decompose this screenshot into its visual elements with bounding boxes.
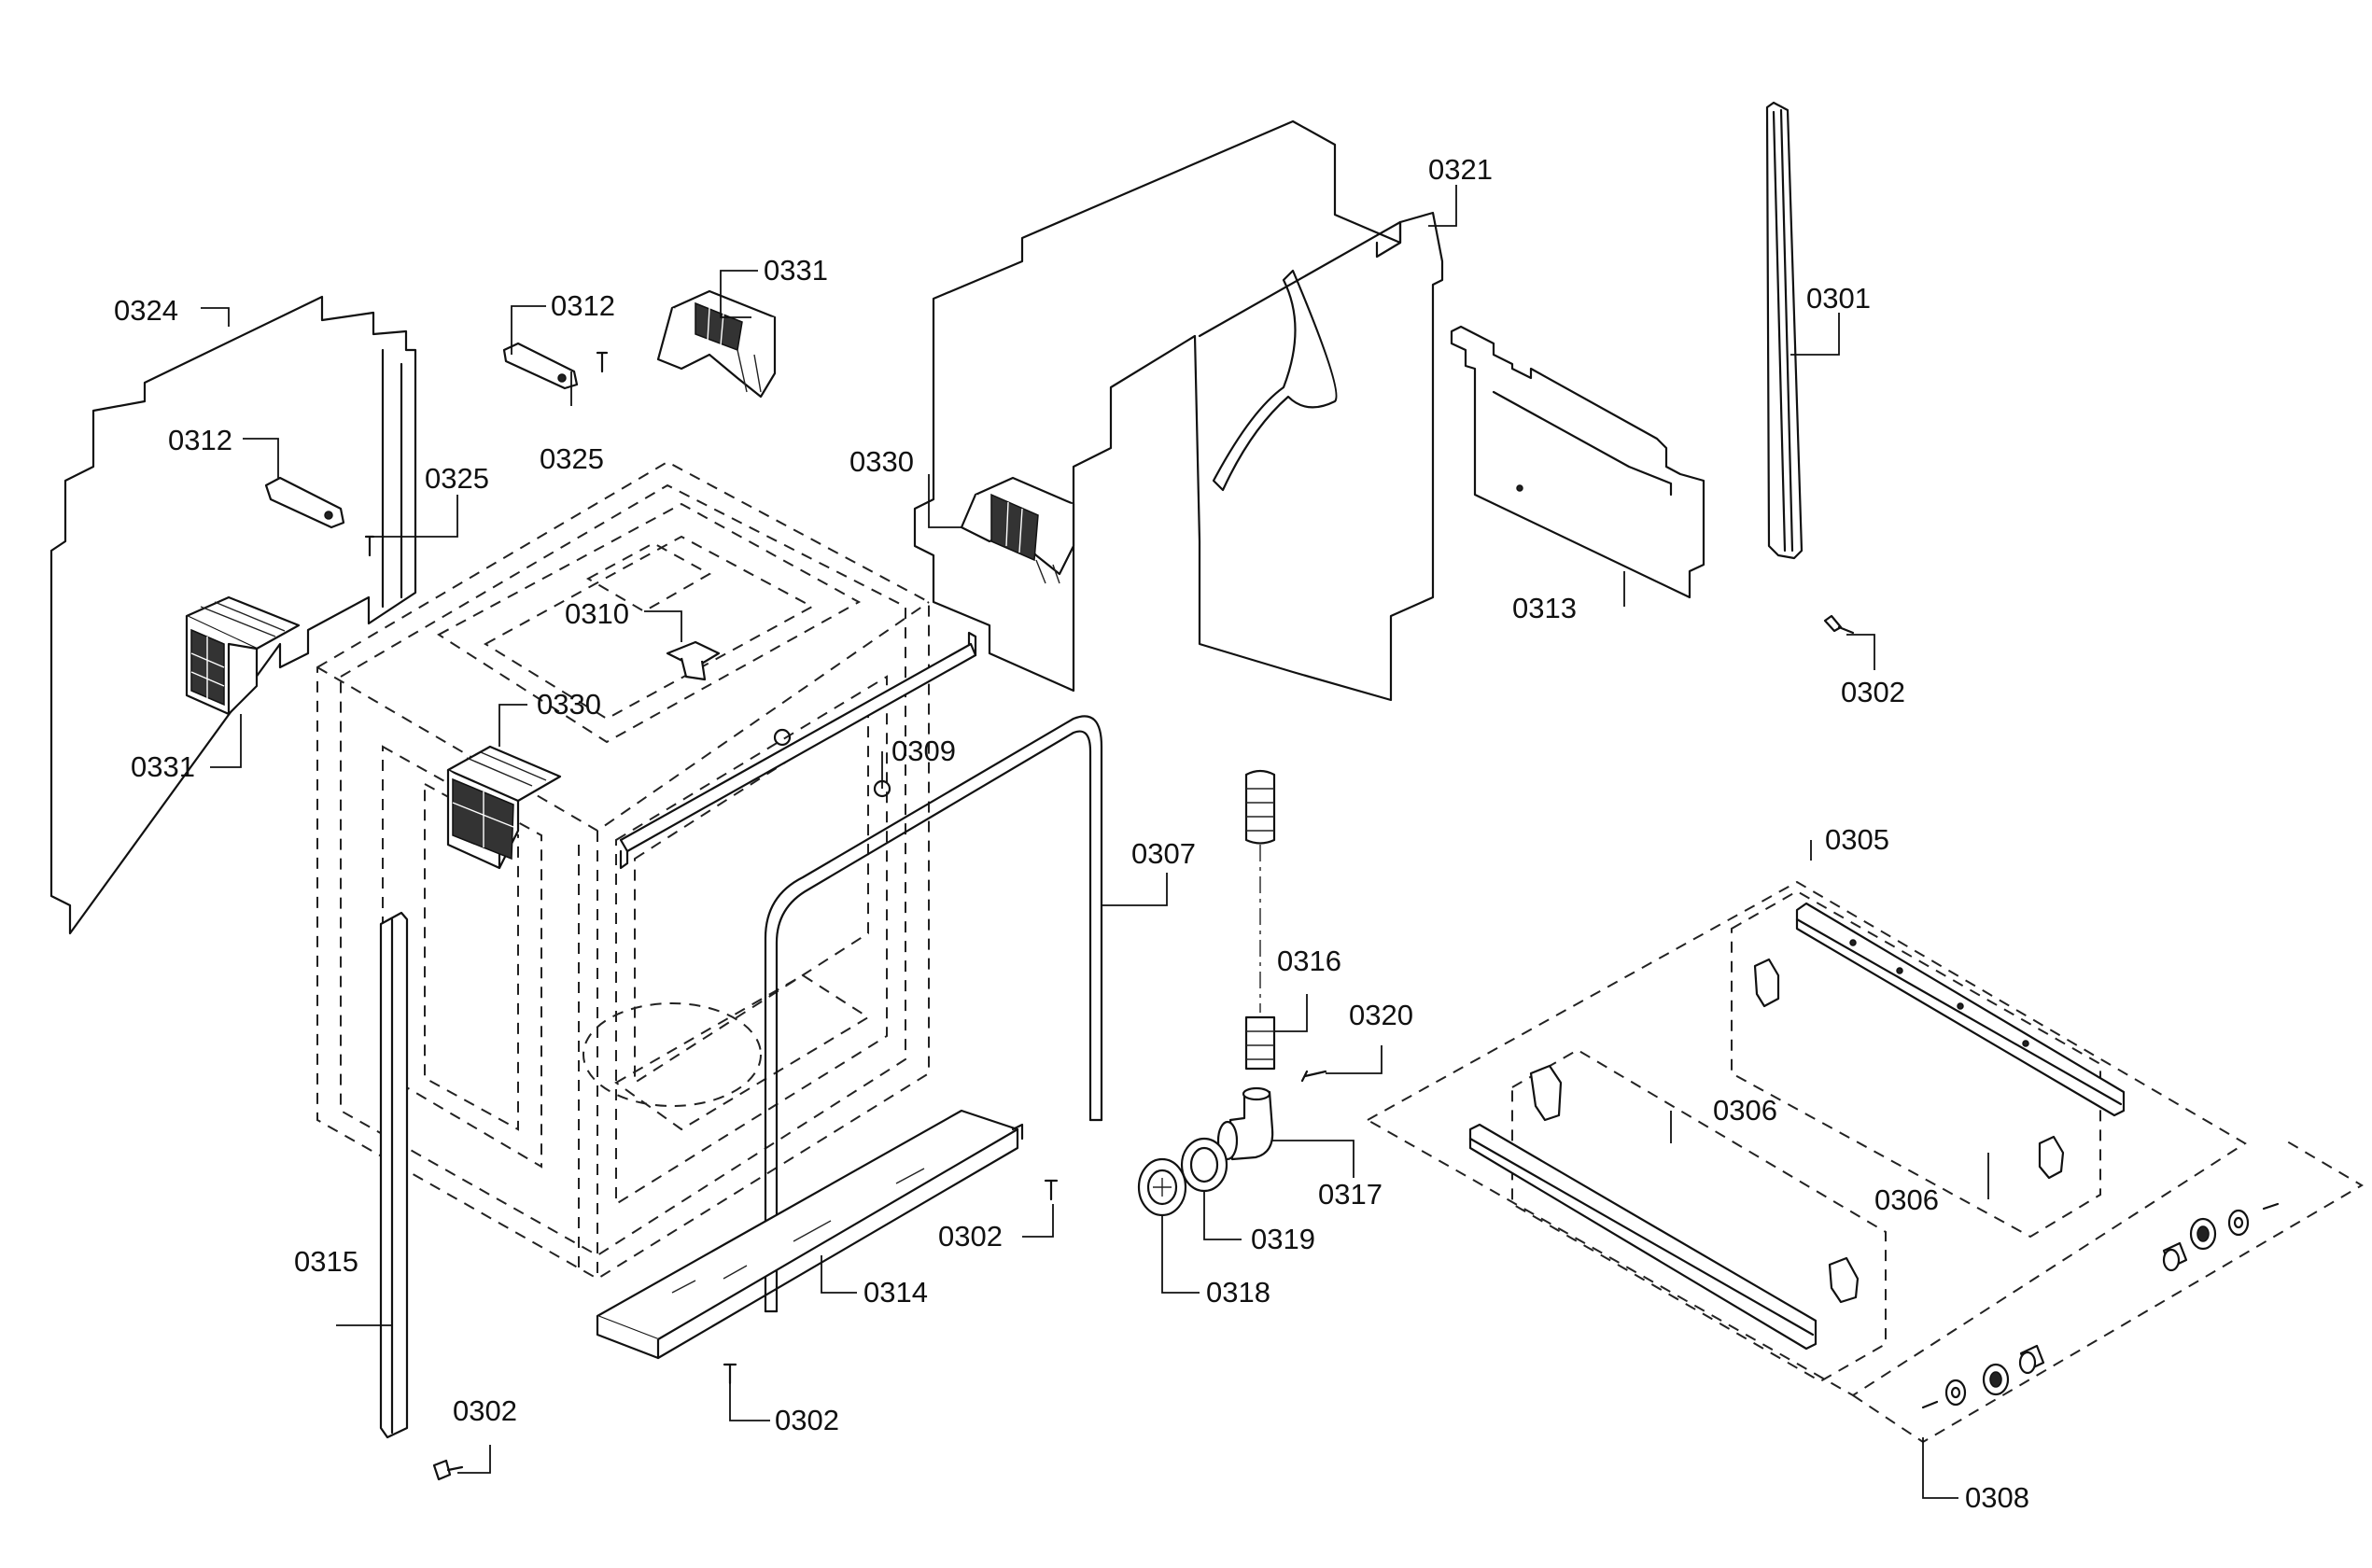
label-0314: 0314 bbox=[863, 1276, 928, 1309]
label-0305: 0305 bbox=[1825, 823, 1889, 856]
label-0302-bottom-left: 0302 bbox=[453, 1394, 517, 1427]
label-0302-right: 0302 bbox=[1841, 676, 1905, 708]
leader-lines bbox=[201, 185, 1989, 1499]
label-0312-lower: 0312 bbox=[168, 424, 232, 456]
screw-0325-lower bbox=[364, 535, 375, 557]
bracket-0312-lower bbox=[264, 476, 345, 529]
label-0331-top: 0331 bbox=[764, 254, 828, 287]
door-seal-0307 bbox=[764, 715, 1103, 1313]
screw-0320 bbox=[1300, 1070, 1327, 1083]
screw-0302-kick bbox=[1044, 1179, 1059, 1201]
label-0302-kick: 0302 bbox=[938, 1220, 1003, 1253]
feet-set-0308 bbox=[1921, 1202, 2280, 1409]
label-0301: 0301 bbox=[1806, 282, 1871, 315]
panel-0313 bbox=[1450, 325, 1705, 599]
label-0313: 0313 bbox=[1512, 592, 1577, 624]
screw-0302-right bbox=[1823, 614, 1855, 635]
clip-0306-b bbox=[1529, 1064, 1563, 1122]
elbow-fitting-0317 bbox=[1216, 1086, 1274, 1161]
label-0310: 0310 bbox=[565, 597, 629, 630]
label-0331-lower: 0331 bbox=[131, 750, 195, 783]
label-0325-upper: 0325 bbox=[540, 442, 604, 475]
screw-0325-upper bbox=[596, 351, 609, 373]
label-0325-lower: 0325 bbox=[425, 462, 489, 495]
screw-0302-bottom-left bbox=[432, 1459, 464, 1481]
insulation-cover-0321 bbox=[913, 119, 1444, 702]
label-0319: 0319 bbox=[1251, 1223, 1315, 1255]
clip-block-0330-center bbox=[446, 745, 562, 870]
clip-block-0331-lower bbox=[185, 595, 301, 716]
base-frame-0305 bbox=[1365, 880, 2364, 1444]
clip-0306-a bbox=[1753, 958, 1780, 1008]
label-0306-a: 0306 bbox=[1713, 1094, 1777, 1127]
vertical-strip-0301 bbox=[1765, 101, 1804, 560]
label-0318: 0318 bbox=[1206, 1276, 1270, 1309]
nut-0319 bbox=[1180, 1137, 1228, 1193]
bracket-0310 bbox=[666, 640, 721, 681]
rail-0305 bbox=[1795, 902, 2126, 1117]
clip-0306-c bbox=[2038, 1135, 2065, 1180]
bracket-0312-upper bbox=[502, 342, 579, 390]
clip-block-0330-right bbox=[960, 476, 1075, 584]
label-0316: 0316 bbox=[1277, 945, 1341, 977]
label-0330-right: 0330 bbox=[849, 445, 914, 478]
part-labels: 0321 0331 0324 0312 0301 0312 0325 0325 … bbox=[114, 153, 2029, 1514]
hose-0316 bbox=[1244, 769, 1276, 1071]
label-0330-center: 0330 bbox=[537, 688, 601, 721]
label-0320: 0320 bbox=[1349, 999, 1413, 1031]
clip-0306-d bbox=[1828, 1256, 1860, 1304]
side-panel-0324 bbox=[49, 295, 417, 935]
washer-0318 bbox=[1137, 1157, 1187, 1217]
label-0302-bottom-center: 0302 bbox=[775, 1404, 839, 1436]
label-0317: 0317 bbox=[1318, 1178, 1382, 1211]
label-0308: 0308 bbox=[1965, 1481, 2029, 1514]
rail-0309 bbox=[619, 631, 977, 870]
side-strip-0315 bbox=[379, 911, 409, 1439]
clip-block-0331-upper bbox=[656, 289, 777, 399]
label-0309: 0309 bbox=[891, 735, 956, 767]
label-0312-upper: 0312 bbox=[551, 289, 615, 322]
kickplate-0314 bbox=[596, 1109, 1024, 1360]
label-0306-b: 0306 bbox=[1874, 1183, 1939, 1216]
tub-body bbox=[316, 460, 930, 1281]
label-0321: 0321 bbox=[1428, 153, 1493, 186]
label-0307: 0307 bbox=[1131, 837, 1196, 870]
screw-0302-bottom-center bbox=[723, 1363, 737, 1385]
label-0324: 0324 bbox=[114, 294, 178, 327]
rail-0306 bbox=[1468, 1123, 1818, 1351]
label-0315: 0315 bbox=[294, 1245, 358, 1278]
